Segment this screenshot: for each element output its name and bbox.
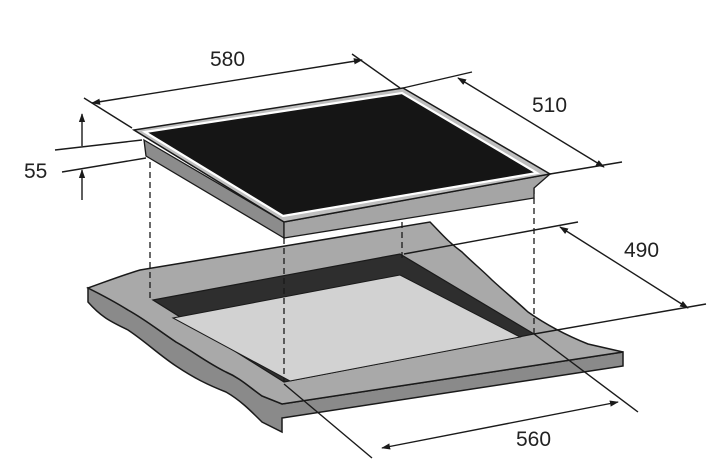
extension-line	[351, 53, 401, 89]
dimension-510	[402, 71, 623, 175]
label-560: 560	[516, 428, 551, 451]
extension-line	[533, 333, 639, 413]
dimension-490	[403, 221, 707, 335]
dimension-line-490	[559, 226, 689, 309]
extension-line	[402, 71, 473, 89]
label-55: 55	[24, 160, 47, 183]
projection-lines	[149, 152, 535, 382]
dimension-line-510	[457, 77, 605, 168]
extension-line	[403, 221, 579, 255]
dimension-55	[54, 113, 147, 200]
extension-line	[283, 383, 373, 459]
extension-line	[549, 161, 623, 175]
hob-glass	[141, 91, 541, 218]
dimension-560	[283, 333, 639, 459]
hob	[131, 87, 553, 240]
cutout-floor	[171, 274, 522, 382]
extension-line	[54, 139, 143, 151]
dimension-line-560	[381, 400, 619, 450]
countertop	[86, 221, 624, 434]
label-490: 490	[624, 239, 659, 262]
label-510: 510	[532, 94, 567, 117]
dimension-line-580	[91, 58, 363, 105]
extension-line	[61, 157, 147, 173]
extension-line	[83, 97, 133, 129]
label-580: 580	[210, 48, 245, 71]
extension-line	[533, 303, 707, 335]
dimension-580	[83, 53, 401, 129]
